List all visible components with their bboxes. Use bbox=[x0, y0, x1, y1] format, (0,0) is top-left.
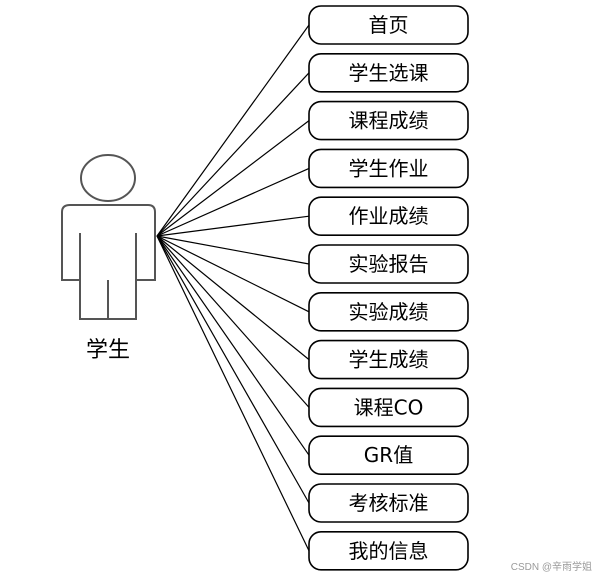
use-case: GR值 bbox=[308, 435, 469, 476]
use-case-label: 课程成绩 bbox=[349, 109, 429, 133]
use-case-box bbox=[308, 148, 469, 189]
use-case: 学生作业 bbox=[308, 148, 469, 189]
use-case-box bbox=[308, 244, 469, 284]
watermark-text: CSDN @辛雨学姐 bbox=[511, 560, 592, 573]
use-case-label: 课程CO bbox=[354, 395, 424, 419]
actor-label: 学生 bbox=[86, 338, 130, 363]
use-case: 作业成绩 bbox=[308, 196, 469, 236]
use-case-label: 实验成绩 bbox=[349, 300, 429, 324]
association-line bbox=[156, 235, 310, 361]
use-case-label: 学生成绩 bbox=[349, 348, 429, 372]
use-case-box bbox=[308, 196, 469, 236]
use-case-box bbox=[308, 291, 469, 332]
association-lines bbox=[156, 24, 310, 552]
use-case-box bbox=[308, 5, 469, 45]
association-line bbox=[156, 235, 310, 313]
use-case-box bbox=[308, 483, 469, 523]
use-case-box bbox=[308, 435, 469, 476]
association-line bbox=[156, 24, 310, 237]
use-case: 实验成绩 bbox=[308, 291, 469, 332]
use-case-box bbox=[308, 387, 469, 428]
association-line bbox=[156, 215, 310, 237]
use-case-label: 学生作业 bbox=[349, 156, 429, 180]
student-actor: 学生 bbox=[61, 154, 156, 363]
use-case-label: 考核标准 bbox=[349, 491, 429, 515]
use-case-label: GR值 bbox=[364, 443, 413, 467]
association-line bbox=[156, 235, 310, 552]
association-line bbox=[156, 235, 310, 504]
association-line bbox=[156, 235, 310, 456]
use-case-box bbox=[308, 52, 469, 93]
use-case: 课程成绩 bbox=[308, 100, 469, 141]
use-case-box bbox=[308, 339, 469, 380]
use-case: 学生选课 bbox=[308, 52, 469, 93]
actor-head bbox=[80, 154, 136, 202]
use-case-label: 首页 bbox=[369, 13, 409, 37]
use-case: 课程CO bbox=[308, 387, 469, 428]
use-case: 实验报告 bbox=[308, 244, 469, 284]
use-case-label: 实验报告 bbox=[349, 252, 429, 276]
association-line bbox=[156, 235, 310, 265]
association-line bbox=[156, 167, 310, 237]
use-case-label: 学生选课 bbox=[349, 61, 429, 85]
use-case: 考核标准 bbox=[308, 483, 469, 523]
use-case-box bbox=[308, 100, 469, 141]
actor-body bbox=[61, 204, 156, 320]
use-case: 学生成绩 bbox=[308, 339, 469, 380]
use-case-label: 作业成绩 bbox=[349, 204, 429, 228]
use-case: 我的信息 bbox=[308, 530, 469, 571]
use-case: 首页 bbox=[308, 5, 469, 45]
association-line bbox=[156, 72, 310, 237]
association-line bbox=[156, 235, 310, 408]
use-case-label: 我的信息 bbox=[349, 539, 429, 563]
use-case-box bbox=[308, 530, 469, 571]
association-line bbox=[156, 120, 310, 237]
